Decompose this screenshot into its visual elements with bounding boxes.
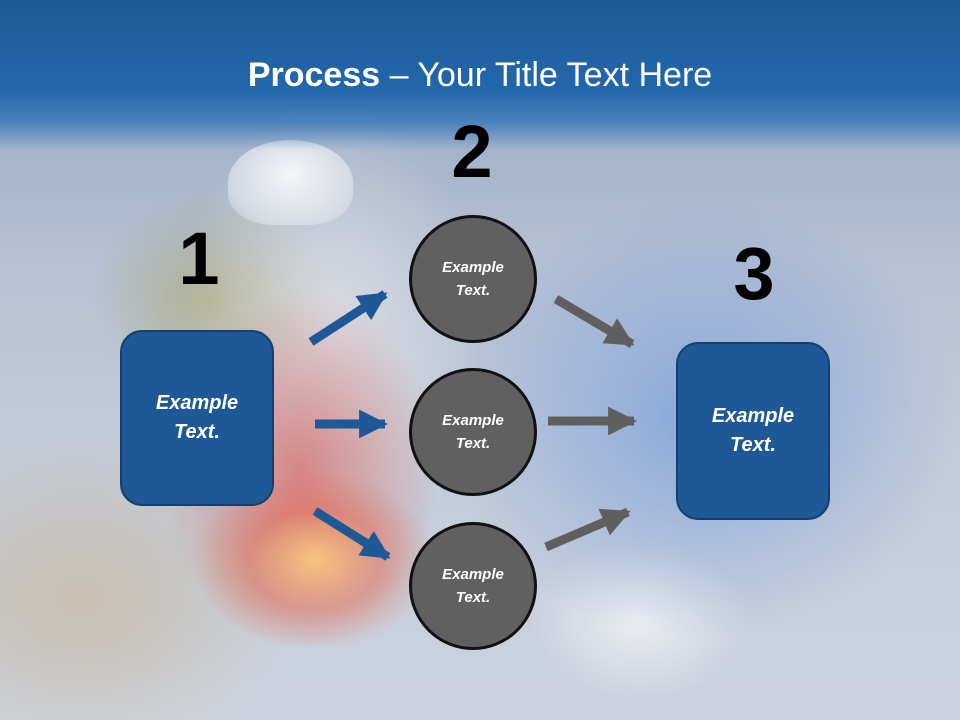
step-1-box: Example Text.	[120, 330, 274, 506]
arrow-to-top-circle	[308, 290, 388, 346]
arrow-top-to-step-3	[553, 295, 635, 348]
step-number-2: 2	[451, 110, 493, 193]
step-number-1: 1	[178, 217, 220, 300]
circle-bottom: Example Text.	[409, 522, 537, 650]
header-band	[0, 0, 960, 150]
arrow-bottom-to-step-3	[544, 507, 631, 552]
circle-top-text: Example Text.	[442, 259, 504, 299]
step-1-text: Example Text.	[155, 392, 239, 443]
title-rest: – Your Title Text Here	[380, 56, 713, 94]
circle-bottom-text: Example Text.	[442, 566, 504, 606]
step-3-box: Example Text.	[676, 342, 830, 520]
slide-title: Process – Your Title Text Here	[0, 52, 960, 98]
step-3-text: Example Text.	[711, 405, 795, 456]
step-number-3: 3	[733, 232, 775, 315]
arrow-to-bottom-circle	[312, 507, 391, 561]
circle-top: Example Text.	[409, 215, 537, 343]
circle-middle: Example Text.	[409, 368, 537, 496]
circle-middle-text: Example Text.	[442, 412, 504, 452]
title-bold: Process	[247, 56, 381, 94]
background-chef-hat	[228, 140, 353, 225]
